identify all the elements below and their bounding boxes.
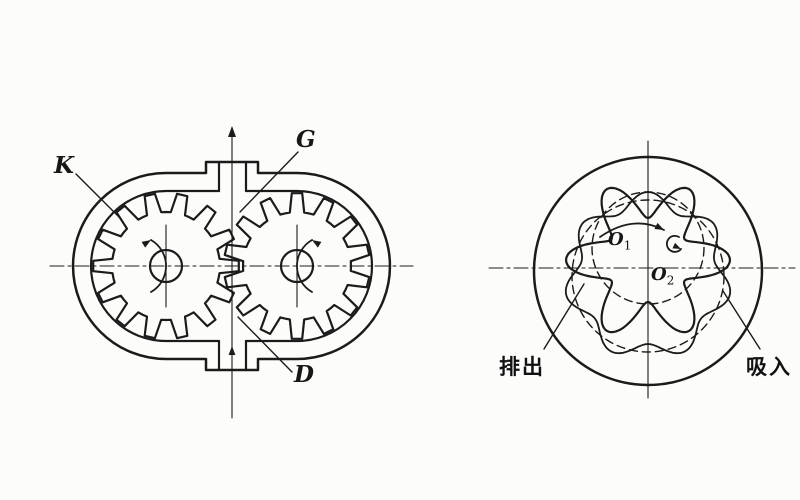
label-suction: 吸入 [746, 356, 792, 379]
leader-gear-g [240, 152, 298, 212]
label-o1-main: O [608, 229, 624, 250]
port-channel-top [219, 162, 246, 191]
rotation-arrow-right [297, 240, 312, 292]
label-o1-sub: 1 [623, 238, 632, 253]
label-o2-main: O [651, 264, 667, 285]
port-channel-bottom [219, 341, 246, 370]
rotation-arrow-left [151, 240, 166, 292]
leader-port-d [238, 317, 292, 372]
label-o2-sub: 2 [666, 273, 675, 288]
left-gear-shaft [150, 250, 182, 282]
rotation-arrow-left-head [141, 240, 151, 248]
leader-discharge [544, 284, 584, 349]
left-gear [93, 194, 239, 338]
inner-rotor-profile [566, 188, 730, 332]
leader-suction [723, 291, 760, 349]
casing-outer-wall [73, 162, 390, 370]
right-gear [225, 193, 369, 339]
rotation-curl-arrow-head [672, 242, 681, 249]
rotation-arrow-inner-rotor-head [654, 222, 664, 230]
outer-rotor-profile [566, 192, 730, 353]
rotation-curl-arrow [667, 236, 681, 252]
label-center-o2: O2 [651, 266, 674, 287]
casing-circle [534, 157, 762, 385]
label-discharge: 排出 [499, 356, 545, 379]
flow-arrow-top [228, 126, 236, 137]
label-gear-g: G [296, 126, 316, 153]
rotation-arrow-right-head [312, 240, 322, 248]
label-casing-k: K [54, 152, 74, 179]
casing-inner-wall [91, 191, 372, 341]
flow-arrow-bottom [228, 346, 236, 355]
label-center-o1: O1 [608, 231, 631, 252]
leader-casing-k [76, 174, 121, 219]
right-gear-shaft [281, 250, 313, 282]
gear-pump-figure [50, 126, 413, 418]
gerotor-pump-figure [489, 141, 795, 398]
label-port-d: D [294, 361, 314, 388]
